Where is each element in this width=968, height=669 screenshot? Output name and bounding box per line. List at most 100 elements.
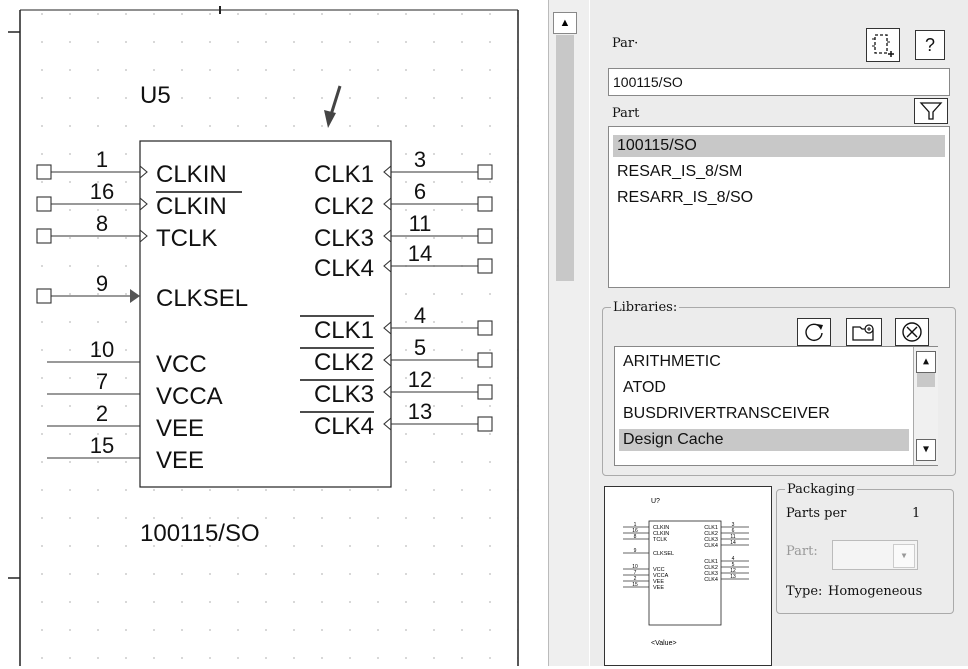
library-list-item[interactable]: ARITHMETIC [623, 353, 721, 370]
pin-terminal[interactable] [36, 196, 52, 212]
clock-marker [383, 417, 392, 431]
scroll-down-icon[interactable]: ▼ [916, 439, 936, 461]
packaging-title: Packaging [787, 482, 855, 497]
part-list-item[interactable]: 100115/SO [613, 135, 945, 157]
pin-terminal[interactable] [36, 228, 52, 244]
pin-terminal[interactable] [477, 320, 493, 336]
pin-number: 14 [408, 241, 432, 266]
pin-terminal[interactable] [477, 196, 493, 212]
type-label: Type: [786, 584, 823, 599]
pin-number: 8 [96, 211, 108, 236]
pin-terminal[interactable] [477, 384, 493, 400]
preview-pin-name: CLKIN [653, 531, 669, 537]
remove-library-icon [902, 322, 922, 342]
pin-terminal[interactable] [36, 288, 52, 304]
preview-pin-number: 7 [634, 570, 637, 576]
preview-pin-name: VCCA [653, 573, 669, 579]
part-list-item[interactable]: RESARR_IS_8/SO [617, 189, 754, 206]
library-scrollbar[interactable]: ▲ ▼ [913, 347, 938, 465]
pin-terminal[interactable] [477, 164, 493, 180]
packaging-group: Packaging [776, 482, 954, 614]
pin-terminal[interactable] [477, 228, 493, 244]
schematic-svg[interactable]: U5 1CLKIN16CLKIN8TCLK9CLKSEL10VCC7VCCA2V… [0, 0, 545, 666]
part-list-item[interactable]: RESAR_IS_8/SM [617, 163, 743, 180]
preview-pin-number: 5 [732, 562, 735, 568]
part-select-label: Part: [786, 544, 818, 559]
pin-terminal[interactable] [36, 164, 52, 180]
pointer-arrow-icon [324, 85, 342, 128]
pin-name: CLK4 [314, 413, 374, 440]
pin-name: CLKIN [156, 161, 227, 188]
part-list[interactable]: 100115/SO RESAR_IS_8/SM RESARR_IS_8/SO [608, 126, 950, 288]
pin-name: CLKIN [156, 193, 227, 220]
preview-pin-name: CLKIN [653, 525, 669, 531]
pin-name: CLK4 [314, 255, 374, 282]
parts-per-value: 1 [912, 506, 921, 521]
library-list-item[interactable]: BUSDRIVERTRANSCEIVER [623, 405, 830, 422]
pin-terminal[interactable] [477, 258, 493, 274]
arrow-marker [130, 289, 140, 303]
pin-number: 11 [409, 211, 432, 236]
pin-name: VCCA [156, 383, 223, 410]
parts-per-label: Parts per [786, 506, 847, 521]
library-list-item[interactable]: Design Cache [619, 429, 909, 451]
pin-terminal[interactable] [477, 416, 493, 432]
remove-library-button[interactable] [895, 318, 929, 346]
component-body[interactable] [139, 140, 392, 488]
part-list-label: Part [612, 106, 640, 121]
pin-terminal[interactable] [477, 352, 493, 368]
scrollbar-thumb[interactable] [556, 35, 574, 281]
refresh-icon [805, 323, 823, 342]
pin-number: 9 [96, 271, 108, 296]
add-library-icon [852, 324, 874, 341]
chevron-down-icon[interactable]: ▼ [893, 544, 915, 568]
preview-pin-number: 15 [632, 582, 638, 588]
preview-pin-number: 12 [730, 568, 736, 574]
library-list[interactable]: ARITHMETIC ATOD BUSDRIVERTRANSCEIVER Des… [614, 346, 938, 466]
part-search-input[interactable]: 100115/SO [608, 68, 950, 96]
place-part-button[interactable] [866, 28, 900, 62]
scroll-up-icon[interactable]: ▲ [916, 351, 936, 373]
pin-name: CLK1 [314, 161, 374, 188]
preview-pin-name: VEE [653, 579, 664, 585]
preview-value: <Value> [651, 640, 677, 647]
preview-pin-name: CLK4 [704, 577, 718, 583]
add-library-button[interactable] [846, 318, 882, 346]
pin-number: 16 [90, 179, 114, 204]
scroll-up-button[interactable]: ▲ [553, 12, 577, 34]
preview-pin-name: CLK2 [704, 565, 718, 571]
libraries-label: Libraries: [613, 300, 678, 315]
pin-number: 1 [96, 147, 108, 172]
pin-name: VEE [156, 447, 204, 474]
clock-marker [383, 321, 392, 335]
library-list-item[interactable]: ATOD [623, 379, 666, 396]
filter-button[interactable] [914, 98, 948, 124]
library-scroll-thumb[interactable] [917, 373, 935, 387]
help-button[interactable]: ? [915, 30, 945, 60]
clock-marker [383, 165, 392, 179]
pin-name: TCLK [156, 225, 217, 252]
part-select[interactable]: ▼ [832, 540, 918, 570]
help-icon: ? [924, 34, 935, 55]
pin-name: CLK2 [314, 349, 374, 376]
refresh-button[interactable] [797, 318, 831, 346]
